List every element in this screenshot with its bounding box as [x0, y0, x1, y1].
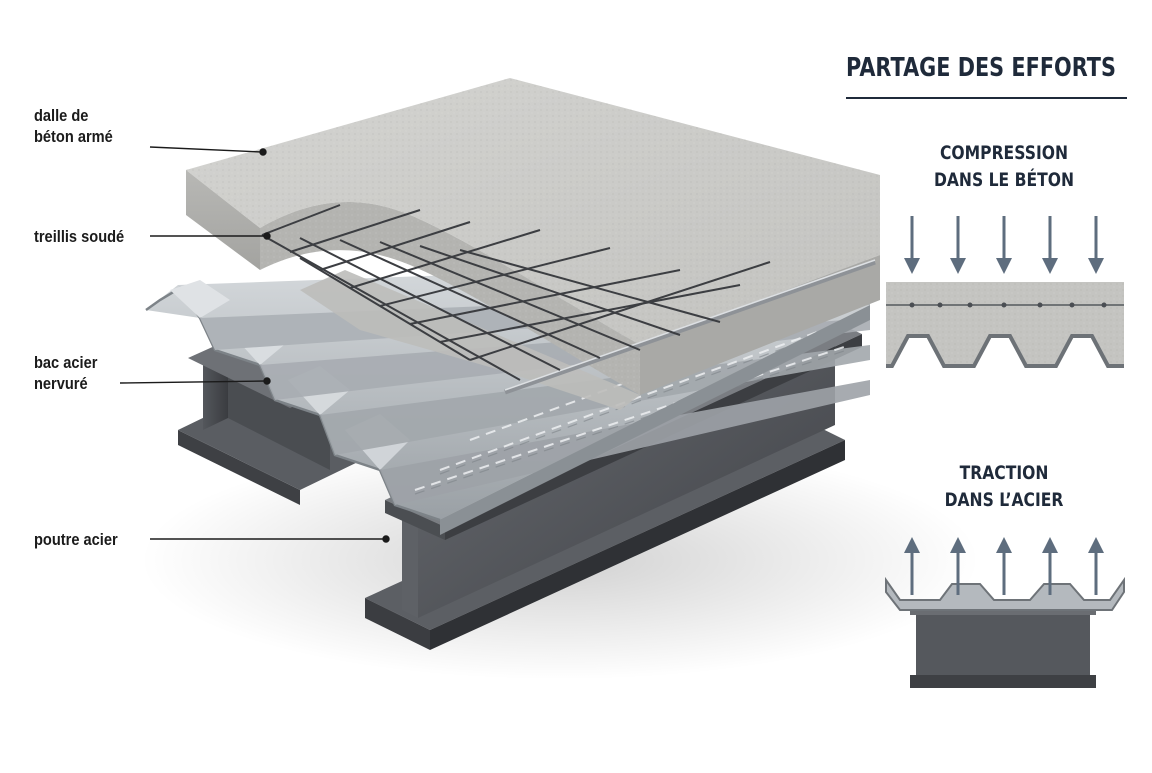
reinforced-concrete-slab — [186, 78, 880, 410]
welded-mesh — [261, 204, 771, 381]
label-concrete-slab: dalle de béton armé — [34, 105, 113, 147]
compression-caption: COMPRESSION DANS LE BÉTON — [922, 140, 1086, 194]
arrow-up-icon — [904, 537, 1104, 595]
label-steel-beam: poutre acier — [34, 529, 118, 550]
label-welded-mesh: treillis soudé — [34, 226, 124, 247]
compression-caption-line1: COMPRESSION — [939, 142, 1069, 164]
label-welded-mesh-text: treillis soudé — [34, 227, 125, 246]
label-steel-beam-text: poutre acier — [34, 530, 118, 549]
arrow-down-icon — [904, 216, 1104, 274]
traction-caption-line1: TRACTION — [959, 462, 1049, 484]
label-concrete-slab-line2: béton armé — [34, 127, 113, 146]
traction-caption-line2: DANS L’ACIER — [944, 489, 1064, 511]
compression-diagram — [886, 216, 1124, 368]
traction-caption: TRACTION DANS L’ACIER — [922, 460, 1086, 514]
panel-title: PARTAGE DES EFFORTS — [846, 53, 1116, 83]
traction-diagram — [885, 537, 1125, 688]
compression-caption-line2: DANS LE BÉTON — [933, 169, 1075, 191]
panel-title-rule — [846, 97, 1127, 99]
label-steel-deck-line1: bac acier — [34, 353, 98, 372]
label-steel-deck: bac acier nervuré — [34, 352, 97, 394]
label-steel-deck-line2: nervuré — [34, 374, 88, 393]
label-concrete-slab-line1: dalle de — [34, 106, 89, 125]
callout-lines — [119, 146, 390, 543]
steel-beam-back — [178, 340, 362, 505]
